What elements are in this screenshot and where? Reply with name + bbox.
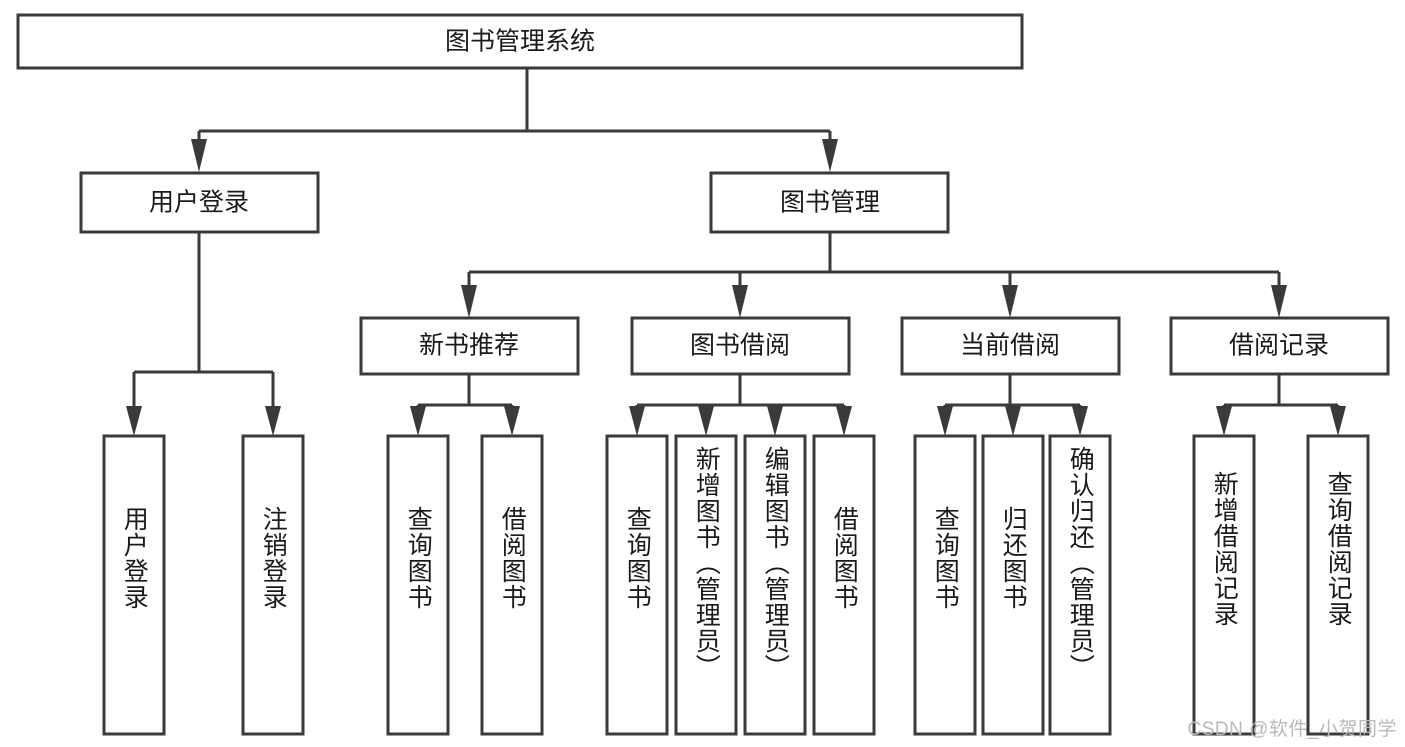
leaf-box-currentborrow-1[interactable] — [913, 434, 977, 736]
current-borrow-box[interactable] — [900, 316, 1121, 376]
arrow-to-book-borrow — [732, 285, 748, 318]
arrow-to-borrow-record — [1271, 285, 1287, 318]
arrow-currentborrow-leaf-1 — [937, 406, 953, 436]
arrow-bookborrow-leaf-2 — [698, 406, 714, 436]
arrow-userlogin-leaf-2 — [265, 406, 281, 436]
node-new-book-recommend[interactable]: 新书推荐 — [359, 316, 580, 376]
book-borrow-box[interactable] — [630, 316, 851, 376]
leaf-box-borrowrecord-1[interactable] — [1192, 434, 1256, 736]
root-label: 图书管理系统 — [445, 28, 595, 56]
current-borrow-label: 当前借阅 — [960, 332, 1060, 360]
new-book-recommend-box[interactable] — [359, 316, 580, 376]
node-current-borrow[interactable]: 当前借阅 — [900, 316, 1121, 376]
leaf-box-user-login-1[interactable] — [102, 434, 166, 736]
user-login-label: 用户登录 — [149, 189, 249, 217]
node-book-manage[interactable]: 图书管理 — [709, 171, 950, 234]
arrow-newbook-leaf-1 — [410, 406, 426, 436]
leaf-box-newbook-1[interactable] — [386, 434, 450, 736]
arrow-newbook-leaf-2 — [504, 406, 520, 436]
arrow-bookborrow-leaf-1 — [629, 406, 645, 436]
book-borrow-label: 图书借阅 — [690, 332, 790, 360]
borrow-record-box[interactable] — [1169, 316, 1390, 376]
leaf-box-currentborrow-2[interactable] — [981, 434, 1045, 736]
arrow-currentborrow-leaf-3 — [1072, 406, 1088, 436]
leaf-box-bookborrow-2[interactable] — [674, 434, 738, 736]
node-borrow-record[interactable]: 借阅记录 — [1169, 316, 1390, 376]
leaf-box-bookborrow-4[interactable] — [812, 434, 876, 736]
leaf-box-bookborrow-1[interactable] — [605, 434, 669, 736]
new-book-recommend-label: 新书推荐 — [419, 332, 519, 360]
arrow-borrowrecord-leaf-2 — [1330, 406, 1346, 436]
arrow-to-user-login — [191, 139, 207, 172]
arrow-to-current-borrow — [1002, 285, 1018, 318]
node-root-system[interactable]: 图书管理系统 — [16, 13, 1024, 70]
arrow-to-new-book — [461, 285, 477, 318]
root-box[interactable] — [16, 13, 1024, 70]
leaf-box-currentborrow-3[interactable] — [1048, 434, 1112, 736]
leaf-box-user-login-2[interactable] — [241, 434, 305, 736]
csdn-watermark: CSDN @软件_小贺同学 — [1187, 719, 1397, 740]
book-manage-label: 图书管理 — [780, 189, 880, 217]
node-book-borrow[interactable]: 图书借阅 — [630, 316, 851, 376]
arrow-currentborrow-leaf-2 — [1005, 406, 1021, 436]
arrow-borrowrecord-leaf-1 — [1216, 406, 1232, 436]
arrow-to-book-manage — [822, 139, 838, 172]
leaf-box-borrowrecord-2[interactable] — [1306, 434, 1370, 736]
leaf-box-newbook-2[interactable] — [480, 434, 544, 736]
book-manage-box[interactable] — [709, 171, 950, 234]
leaf-box-bookborrow-3[interactable] — [743, 434, 807, 736]
arrow-bookborrow-leaf-4 — [836, 406, 852, 436]
arrow-bookborrow-leaf-3 — [767, 406, 783, 436]
node-user-login[interactable]: 用户登录 — [79, 171, 320, 234]
borrow-record-label: 借阅记录 — [1229, 332, 1329, 360]
arrow-userlogin-leaf-1 — [126, 406, 142, 436]
